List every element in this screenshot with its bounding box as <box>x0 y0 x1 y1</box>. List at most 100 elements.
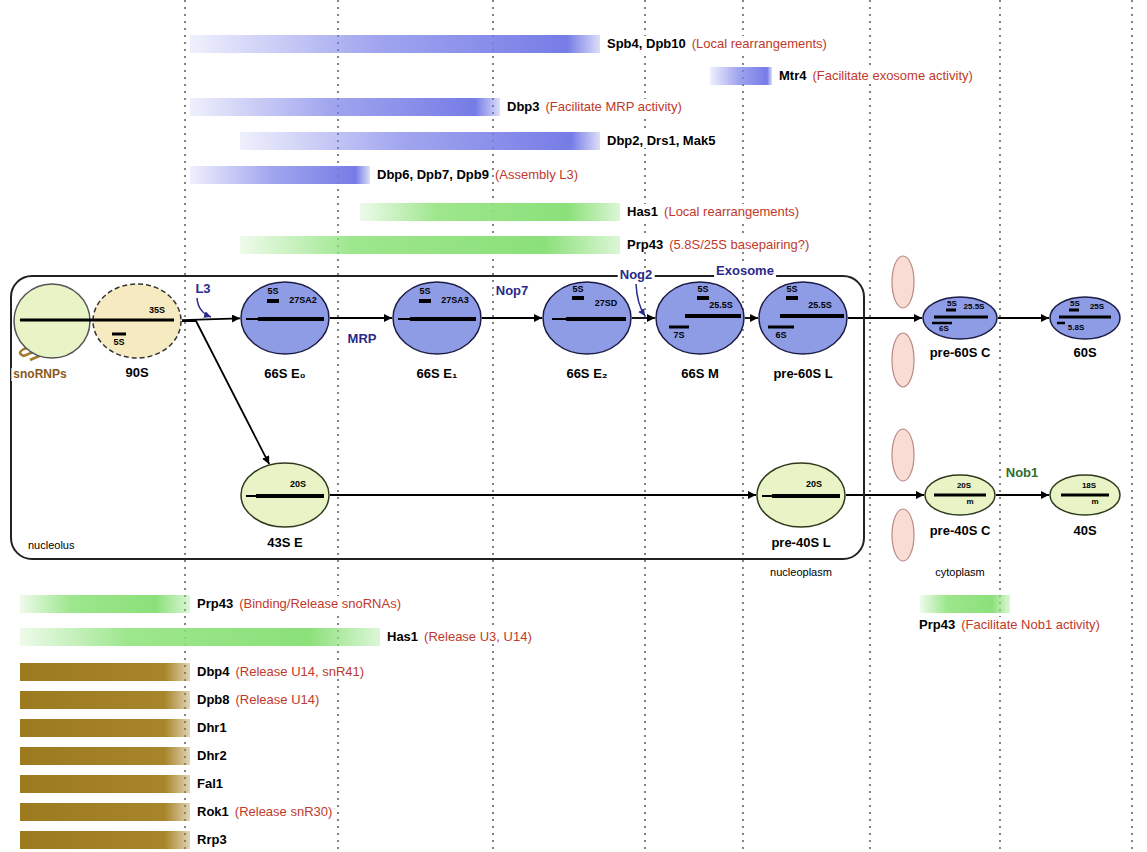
activity-bar <box>920 595 1010 613</box>
particle-outline <box>922 296 998 340</box>
bar-caption: Dhr2 <box>196 747 228 765</box>
protein-name: Rok1 <box>196 804 230 819</box>
activity-bar <box>20 663 190 681</box>
rna-label: 20S <box>806 480 822 490</box>
rna-label: 35S <box>149 306 165 316</box>
rna-label: 25.5S <box>964 303 985 312</box>
bar-caption: Mtr4(Facilitate exosome activity) <box>778 67 974 85</box>
step-factor: Nob1 <box>1004 466 1041 480</box>
particle-outline <box>12 282 182 360</box>
particle-ellipse: 20S43S E <box>240 462 330 528</box>
activity-bar <box>240 132 600 150</box>
activity-bar <box>360 203 620 221</box>
protein-name: Dbp2, Drs1, Mak5 <box>606 133 716 148</box>
bar-caption: Has1(Release U3, U14) <box>386 628 533 646</box>
particle-name: 43S E <box>265 536 304 550</box>
bar-caption: Rrp3 <box>196 831 228 849</box>
rna-label: m <box>1091 498 1098 507</box>
particle-outline <box>240 462 330 528</box>
helicase-band: Dhr1 <box>20 719 228 737</box>
rna-label: 6S <box>939 325 949 334</box>
bar-caption: Spb4, Dpb10(Local rearrangements) <box>606 35 828 53</box>
rna-label: 5S <box>267 287 278 297</box>
step-factor: MRP <box>346 332 379 346</box>
protein-name: Rrp3 <box>196 832 228 847</box>
protein-name: Prp43 <box>196 596 234 611</box>
compartment-name: nucleolus <box>28 539 74 551</box>
rna-label: 5S <box>1070 300 1080 309</box>
rna-label: 6S <box>775 331 786 341</box>
helicase-band: Dhr2 <box>20 747 228 765</box>
step-factor: Nop7 <box>494 284 531 298</box>
helicase-band: Rrp3 <box>20 831 228 849</box>
rna-label: 20S <box>290 480 306 490</box>
protein-role: (Release U14) <box>235 692 321 707</box>
rna-label: 25.5S <box>709 301 733 311</box>
rna-label: 27SA3 <box>441 296 469 306</box>
protein-role: (Local rearrangements) <box>663 204 800 219</box>
bar-caption: Has1(Local rearrangements) <box>626 203 800 221</box>
protein-role: (Assembly L3) <box>494 167 579 182</box>
particle-ellipse: 5S27SA366S E₁ <box>392 281 482 355</box>
activity-bar <box>190 166 370 184</box>
rna-label: 18S <box>1082 482 1096 491</box>
activity-bar <box>20 628 380 646</box>
bar-caption: Fal1 <box>196 775 224 793</box>
bar-caption: Dbp6, Dpb7, Dpb9(Assembly L3) <box>376 166 579 184</box>
protein-role: (Release snR30) <box>234 804 334 819</box>
helicase-band: Prp43 (Binding/Release snoRNAs) <box>20 595 402 613</box>
bar-caption: Dbp3(Facilitate MRP activity) <box>506 98 683 116</box>
particle-name: 40S <box>1071 524 1098 538</box>
particle-name: pre-40S C <box>928 524 993 538</box>
particle-ellipse: 20Spre-40S L <box>756 462 846 528</box>
rna-label: m <box>966 498 973 507</box>
activity-bar <box>20 803 190 821</box>
protein-role: (Release U14, snR41) <box>235 664 366 679</box>
rna-label: 25S <box>1090 303 1104 312</box>
stage-dividers <box>185 0 1132 852</box>
bar-caption: Prp43(5.8S/25S basepairing?) <box>626 236 810 254</box>
protein-name: Fal1 <box>196 776 224 791</box>
particle-ellipse: 35S5S90S <box>12 282 182 360</box>
pathway-arrow <box>482 317 542 319</box>
particle-name: 66S M <box>679 367 721 381</box>
particle-ellipse: 18Sm40S <box>1049 474 1121 516</box>
protein-name: Dpb8 <box>196 692 231 707</box>
bar-caption: Dhr1 <box>196 719 228 737</box>
bar-caption: Dpb8 (Release U14) <box>196 691 320 709</box>
activity-bar <box>20 831 190 849</box>
activity-bar <box>20 747 190 765</box>
protein-name: Dbp4 <box>196 664 231 679</box>
protein-name: Has1 <box>386 629 419 644</box>
rna-label: 5S <box>786 285 797 295</box>
particle-name: pre-40S L <box>769 536 832 550</box>
protein-name: Mtr4 <box>778 68 807 83</box>
helicase-band: Dbp2, Drs1, Mak5 <box>240 132 716 150</box>
protein-name: Prp43 <box>626 237 664 252</box>
nucleolus-region: 35S5S90S5S27SA266S E₀5S27SA366S E₁5S27SD… <box>10 275 865 560</box>
bar-caption: Dbp2, Drs1, Mak5 <box>606 132 716 150</box>
bar-caption: Prp43(Facilitate Nob1 activity) <box>918 616 1101 634</box>
protein-name: Dhr2 <box>196 748 228 763</box>
protein-name: Dbp3 <box>506 99 541 114</box>
particle-ellipse: 20Smpre-40S C <box>924 474 996 516</box>
activity-bar <box>710 67 772 85</box>
pathway-arrow <box>182 318 240 320</box>
helicase-band: Prp43(Facilitate Nob1 activity) <box>920 595 1103 613</box>
protein-role: (Local rearrangements) <box>691 36 828 51</box>
rna-label: 7S <box>673 331 684 341</box>
activity-bar <box>20 719 190 737</box>
rna-label: 5S <box>572 285 583 295</box>
particle-name: 66S E₁ <box>415 367 460 381</box>
particle-ellipse: 5S25.5S6Spre-60S L <box>758 281 848 355</box>
helicase-band: Dpb8 (Release U14) <box>20 691 320 709</box>
rna-label: 20S <box>957 482 971 491</box>
compartment-name: nucleoplasm <box>768 566 834 578</box>
particle-outline <box>240 281 330 355</box>
pathway-arrow <box>846 494 924 496</box>
protein-role: (Binding/Release snoRNAs) <box>238 596 402 611</box>
particle-outline <box>1049 296 1121 340</box>
helicase-band: Mtr4(Facilitate exosome activity) <box>710 67 974 85</box>
step-factor: L3 <box>193 282 212 296</box>
